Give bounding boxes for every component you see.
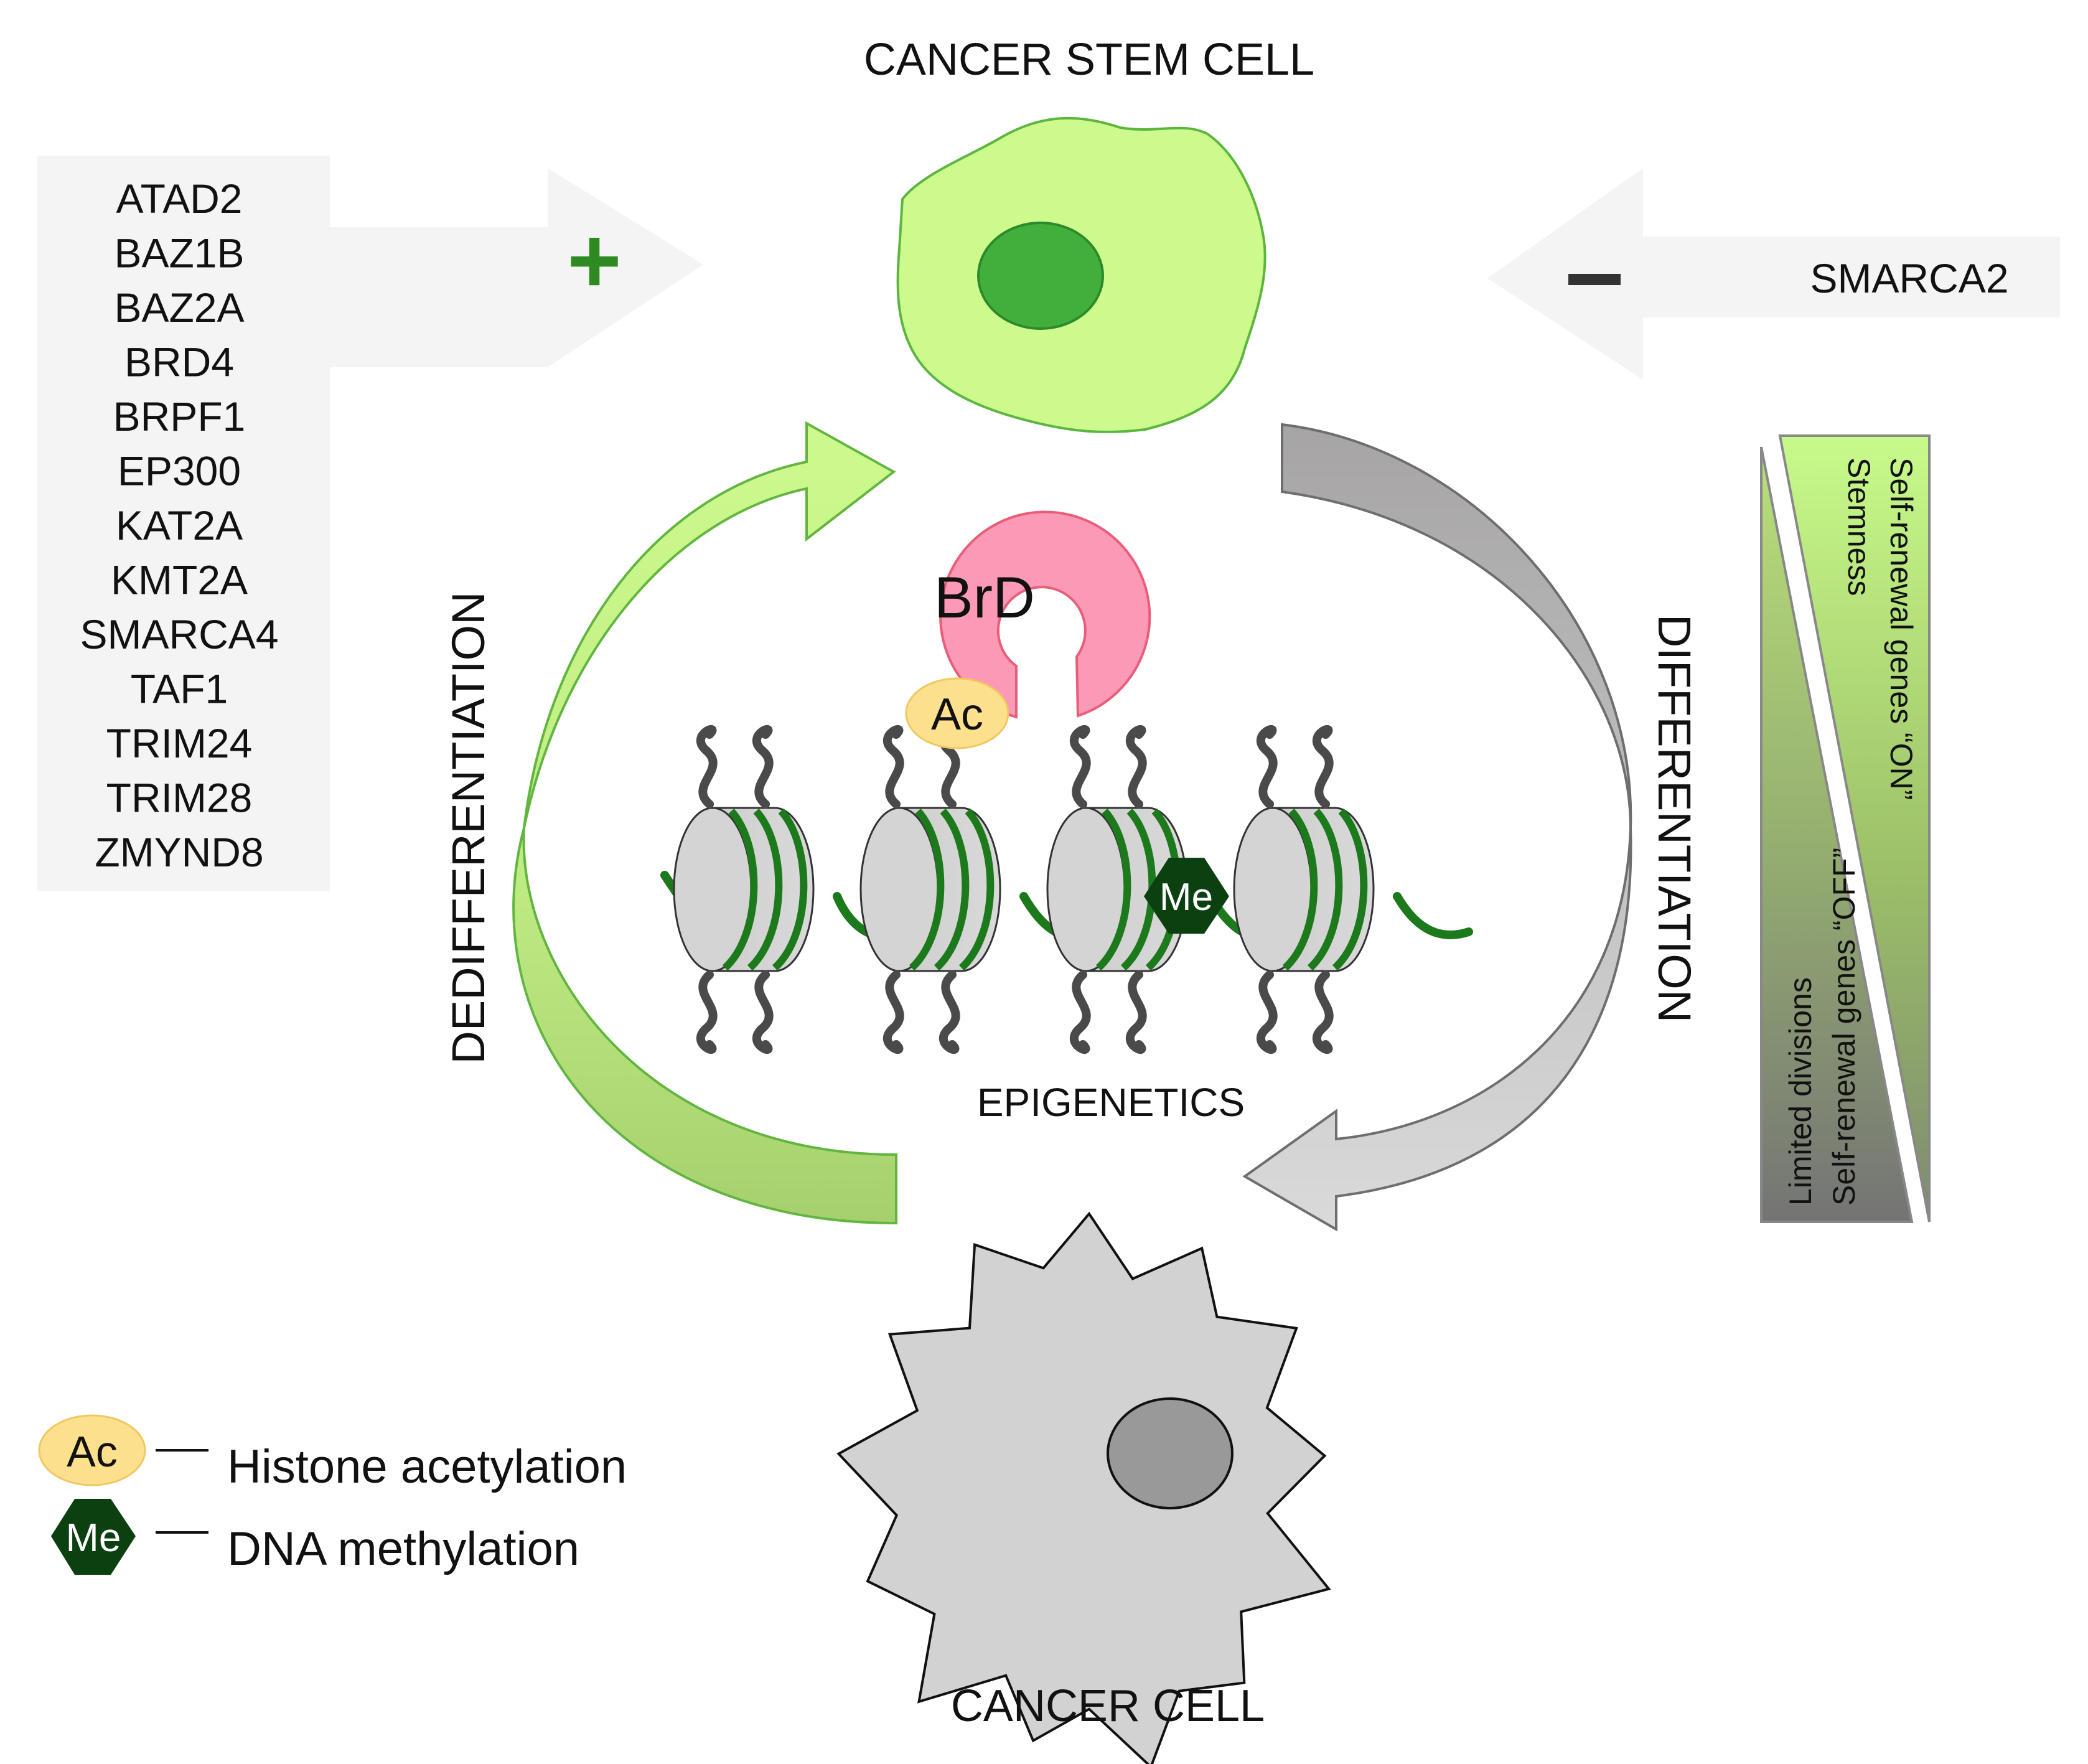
histone-tail [939, 970, 960, 1054]
dna-wrap [1282, 808, 1318, 971]
gradient-lower-line2: Self-renewal genes “OFF” [1827, 848, 1861, 1206]
promoter-gene: SMARCA4 [80, 611, 278, 657]
chromatin [660, 725, 1473, 1054]
cancer-cell [836, 1211, 1331, 1764]
gradient-lower-line1: Limited divisions [1783, 977, 1818, 1206]
histone-tail [1312, 970, 1334, 1054]
bromodomain: BrD [934, 510, 1151, 719]
histone-tail [1069, 970, 1091, 1054]
cancer-nucleus [1107, 1397, 1234, 1509]
legend-ac-symbol: Ac [38, 1414, 146, 1486]
minus-sign [1568, 274, 1621, 285]
dedifferentiation-arrow [512, 421, 897, 1225]
legend-acetylation-label: Histone acetylation [227, 1440, 627, 1493]
promoter-gene: TAF1 [131, 666, 228, 712]
dna-wrap [934, 808, 970, 971]
histone-tail [1125, 725, 1147, 809]
promoter-gene: BAZ1B [114, 230, 244, 276]
promoter-gene: ATAD2 [116, 176, 243, 222]
histone-tail [696, 970, 718, 1054]
dna-wrap [747, 808, 783, 971]
dna-wrap [1307, 808, 1343, 971]
cancer-stem-cell-label: CANCER STEM CELL [864, 35, 1314, 85]
gradient-upper-line1: Self-renewal genes “ON” [1884, 457, 1919, 800]
legend-me-symbol: Me [51, 1499, 136, 1575]
promoter-gene: KAT2A [116, 502, 243, 548]
promoter-gene: BAZ2A [114, 284, 244, 331]
inhibitor-panel: SMARCA2 [1487, 168, 2060, 380]
methyl-mark: Me [1144, 858, 1229, 934]
histone-tail [1256, 725, 1278, 809]
histone-tail [1256, 970, 1278, 1054]
histone-tail [696, 725, 718, 809]
legend-ac-text: Ac [67, 1427, 118, 1476]
histone-tail [1312, 725, 1334, 809]
histone-tail [1069, 725, 1091, 809]
histone-tail [752, 725, 774, 809]
dna-wrap [1095, 808, 1131, 971]
epigenetics-label: EPIGENETICS [977, 1080, 1245, 1125]
cancer-cell-label: CANCER CELL [951, 1681, 1265, 1731]
dna-wrap [958, 808, 995, 971]
histone-tail [1125, 970, 1147, 1054]
dna-wrap [1332, 808, 1368, 971]
promoter-gene: ZMYND8 [95, 829, 263, 875]
dedifferentiation-label: DEDIFFERENTIATION [442, 591, 494, 1064]
dna-wrap [722, 808, 758, 971]
plus-sign: + [567, 208, 622, 312]
differentiation-label: DIFFERENTIATION [1649, 614, 1700, 1023]
acetyl-mark: Ac [905, 677, 1009, 749]
histone-tail [752, 970, 774, 1054]
promoter-gene: BRD4 [124, 339, 234, 385]
promoter-gene: TRIM24 [106, 720, 253, 766]
differentiation-arrow [1242, 423, 1632, 1232]
histone-tail [882, 725, 904, 809]
brd-label: BrD [934, 565, 1035, 630]
promoter-gene: BRPF1 [113, 393, 246, 439]
legend: Ac Histone acetylation Me DNA methylatio… [38, 1414, 627, 1575]
promoter-gene: TRIM28 [106, 775, 253, 821]
inhibitor-gene: SMARCA2 [1810, 255, 2008, 301]
dna-wrap [909, 808, 945, 971]
histone-tail [882, 970, 904, 1054]
stemness-gradient [1760, 434, 1931, 1223]
me-label: Me [1159, 876, 1213, 919]
stem-nucleus [977, 222, 1104, 330]
cancer-stem-cell [896, 116, 1266, 433]
legend-methylation-label: DNA methylation [227, 1522, 579, 1575]
ac-label: Ac [931, 690, 983, 739]
legend-me-text: Me [66, 1515, 121, 1560]
promoter-gene: EP300 [118, 448, 241, 494]
dna-wrap [772, 808, 808, 971]
promoter-gene: KMT2A [111, 557, 248, 603]
gradient-upper-line2: Stemness [1842, 457, 1876, 596]
